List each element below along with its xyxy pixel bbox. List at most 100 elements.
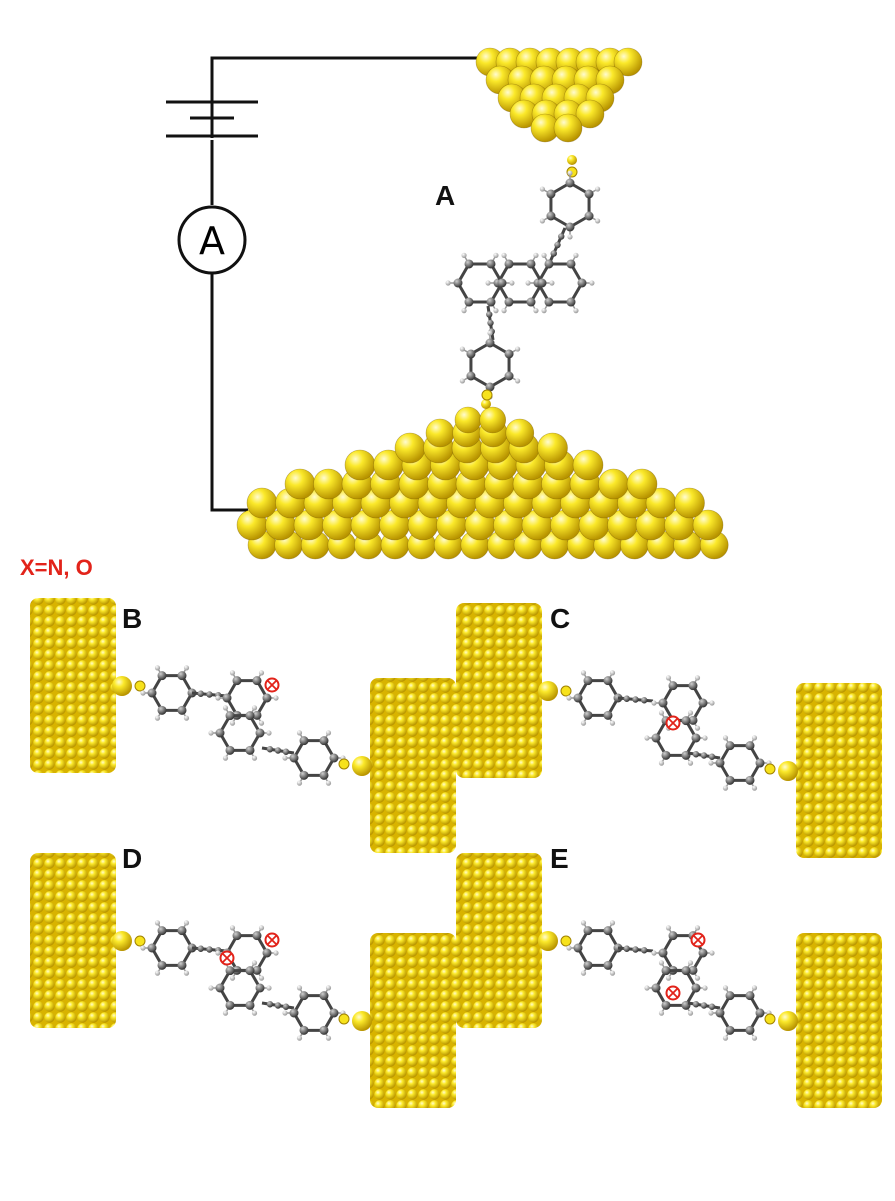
hydrogen-atom xyxy=(595,218,601,224)
carbon-atom xyxy=(299,736,309,746)
carbon-atom xyxy=(583,960,593,970)
circled-x-icon xyxy=(264,932,280,948)
sulfur-atom xyxy=(764,1013,776,1025)
hydrogen-atom xyxy=(658,960,665,966)
hydrogen-atom xyxy=(609,920,616,926)
hydrogen-atom xyxy=(282,755,288,761)
hydrogen-atom xyxy=(651,950,657,956)
gold-atom xyxy=(246,487,278,519)
gold-atom xyxy=(778,1011,798,1031)
hydrogen-atom xyxy=(183,665,190,671)
hydrogen-atom xyxy=(580,970,587,976)
hydrogen-atom xyxy=(296,1035,303,1041)
carbon-atom xyxy=(319,770,329,780)
panel-label-c: C xyxy=(550,603,570,634)
gold-atom xyxy=(313,468,344,500)
carbon-atom xyxy=(486,297,496,307)
sulfur-atom xyxy=(560,935,572,947)
hydrogen-atom xyxy=(709,700,715,706)
hydrogen-atom xyxy=(140,690,146,696)
carbon-atom xyxy=(698,948,708,958)
hydrogen-atom xyxy=(541,252,547,258)
hydrogen-atom xyxy=(493,252,499,258)
carbon-atom xyxy=(623,945,630,952)
hydrogen-atom xyxy=(229,925,236,931)
gold-slab xyxy=(456,853,542,1028)
gold-slab xyxy=(30,598,116,773)
carbon-atom xyxy=(566,259,576,269)
carbon-atom xyxy=(329,1008,339,1018)
gold-atom xyxy=(538,681,558,701)
carbon-atom xyxy=(197,945,204,952)
hydrogen-atom xyxy=(609,670,616,676)
gold-atom xyxy=(537,432,568,464)
hydrogen-atom xyxy=(266,730,272,736)
carbon-atom xyxy=(197,690,204,697)
gold-atom xyxy=(454,406,482,434)
carbon-atom xyxy=(641,947,648,954)
carbon-atom xyxy=(177,926,187,936)
gold-slab xyxy=(30,853,116,1028)
hydrogen-atom xyxy=(687,1010,694,1016)
carbon-atom xyxy=(504,259,514,269)
hydrogen-atom xyxy=(296,730,303,736)
carbon-atom xyxy=(225,1000,235,1010)
carbon-atom xyxy=(232,676,242,686)
hydrogen-atom xyxy=(258,975,265,981)
carbon-atom xyxy=(147,943,157,953)
carbon-atom xyxy=(692,751,700,758)
carbon-atom xyxy=(157,960,167,970)
carbon-atom xyxy=(708,1003,716,1010)
carbon-atom xyxy=(603,676,613,686)
hydrogen-atom xyxy=(515,378,521,384)
sulfur-atom xyxy=(764,763,776,775)
carbon-atom xyxy=(584,189,594,199)
carbon-atom xyxy=(504,349,514,359)
hydrogen-atom xyxy=(722,1035,729,1041)
hydrogen-atom xyxy=(644,985,650,991)
carbon-atom xyxy=(225,711,235,721)
carbon-atom xyxy=(681,966,691,976)
carbon-atom xyxy=(299,991,309,1001)
hydrogen-atom xyxy=(325,985,332,991)
hydrogen-atom xyxy=(644,735,650,741)
carbon-atom xyxy=(245,745,255,755)
carbon-atom xyxy=(262,693,272,703)
hydrogen-atom xyxy=(154,970,161,976)
carbon-atom xyxy=(745,741,755,751)
hydrogen-atom xyxy=(258,720,265,726)
carbon-atom xyxy=(603,926,613,936)
gold-atom xyxy=(553,113,583,143)
gold-atom xyxy=(613,47,643,77)
carbon-atom xyxy=(274,1002,282,1009)
gold-atom xyxy=(344,449,376,481)
carbon-atom xyxy=(262,948,272,958)
carbon-atom xyxy=(206,691,213,698)
carbon-atom xyxy=(623,695,630,702)
hydrogen-atom xyxy=(609,720,616,726)
carbon-atom xyxy=(206,946,213,953)
hydrogen-atom xyxy=(296,780,303,786)
hydrogen-atom xyxy=(580,720,587,726)
hydrogen-atom xyxy=(751,785,758,791)
gold-slab xyxy=(796,683,882,858)
gold-atom xyxy=(112,931,132,951)
hydrogen-atom xyxy=(708,1010,714,1016)
hydrogen-atom xyxy=(501,308,507,314)
carbon-atom xyxy=(566,297,576,307)
gold-atom xyxy=(778,761,798,781)
hydrogen-atom xyxy=(694,725,701,731)
carbon-atom xyxy=(651,733,661,743)
carbon-atom xyxy=(329,753,339,763)
hydrogen-atom xyxy=(533,252,539,258)
carbon-atom xyxy=(299,770,309,780)
hydrogen-atom xyxy=(445,280,451,286)
hydrogen-atom xyxy=(183,715,190,721)
carbon-atom xyxy=(745,991,755,1001)
carbon-atom xyxy=(245,1000,255,1010)
gold-atom xyxy=(505,418,535,448)
hydrogen-atom xyxy=(282,1010,288,1016)
carbon-atom xyxy=(245,711,255,721)
gold-atom xyxy=(479,406,507,434)
carbon-atom xyxy=(282,1003,290,1010)
